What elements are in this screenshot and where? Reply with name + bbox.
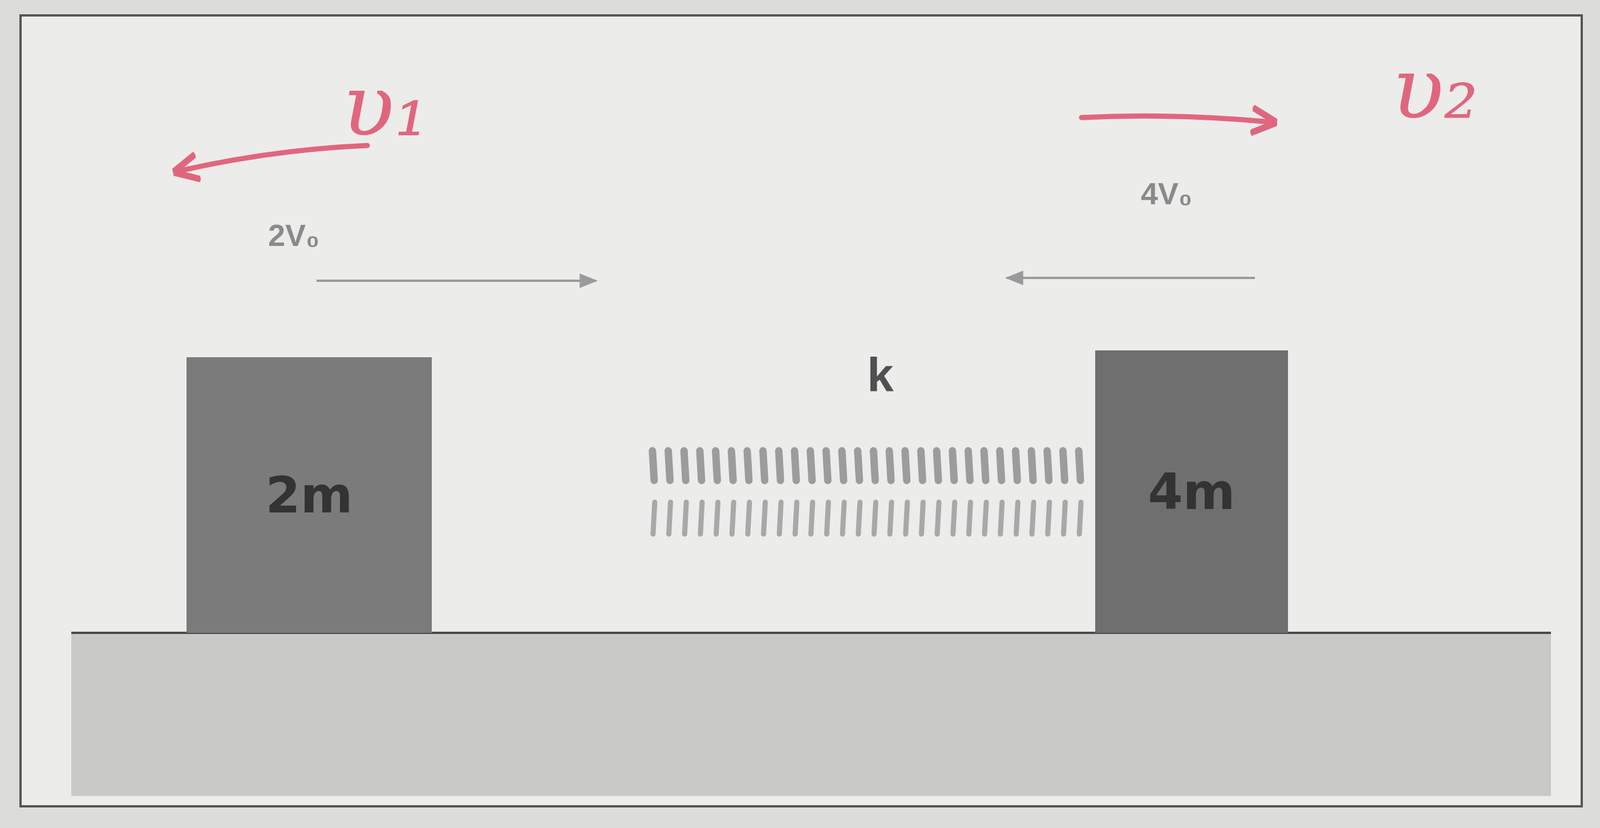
handwritten-arrow [177,145,368,172]
spring-coil [1079,501,1081,534]
spring-coil [1031,501,1034,534]
mass-label: 2m [265,465,354,525]
spring-coil [905,501,908,534]
spring-coil [889,450,891,481]
spring-coil [747,501,750,534]
spring-coil [905,450,907,481]
mass-label: 4m [1148,462,1236,521]
spring-coil [826,501,829,534]
spring-coil [778,450,781,481]
spring-coil [1000,501,1003,534]
spring-coil [889,501,892,534]
velocity-arrow [1006,276,1255,279]
spring-coil [937,501,939,534]
spring-coil [841,450,844,481]
spring-coil [936,450,939,481]
mass-block: 4m [1095,350,1288,633]
spring-coil [968,501,971,534]
spring-coil [668,450,671,481]
spring-coil [953,501,955,534]
spring-coil [921,501,923,534]
handwritten-arrow [1081,115,1273,123]
mass-block: 2m [186,357,432,633]
spring-coil [652,450,655,481]
spring-coil [699,450,702,481]
spring-coil [1062,450,1065,481]
spring-coil [779,501,781,534]
spring-coil [763,450,765,481]
velocity-label: 4V₀ [1140,177,1193,209]
spring-coil [983,450,986,481]
spring-coil [763,501,766,534]
spring-coil [1078,450,1081,481]
spring-coil [857,450,860,481]
spring-coil [842,501,845,534]
spring-coil [825,450,828,481]
spring-coil [669,501,671,534]
spring-coil [794,450,797,481]
spring-coil [1015,501,1018,534]
spring-coil [810,450,813,481]
spring-coil [747,450,749,481]
spring-constant: k [867,350,894,399]
frame [20,15,1582,806]
spring-coil [684,501,687,534]
spring-coil [811,501,813,534]
handwritten-velocity: υ₂ [1391,45,1478,132]
handwritten-velocity: υ₁ [342,62,429,149]
spring-coil [858,501,861,534]
ground [71,632,1551,796]
spring-coil [700,501,703,534]
spring-coil [999,450,1002,481]
spring-coil [653,501,655,534]
spring-coil [731,450,733,481]
spring-coil [952,450,955,481]
spring-coil [1015,450,1018,481]
spring-coil [1047,450,1049,481]
spring-coil [715,450,718,481]
spring-coil [1031,450,1034,481]
spring-coil [967,450,970,481]
spring-coil [984,501,987,534]
spring-symbol [652,450,1081,534]
velocity-arrow [316,279,597,282]
spring-coil [873,501,876,534]
spring-coil [1063,501,1065,534]
spring-coil [920,450,923,481]
spring-coil [795,501,797,534]
spring-coil [1047,501,1050,534]
spring-coil [716,501,719,534]
velocity-label: 2V₀ [268,219,320,251]
spring-coil [683,450,686,481]
spring-coil [873,450,876,481]
spring-coil [731,501,734,534]
